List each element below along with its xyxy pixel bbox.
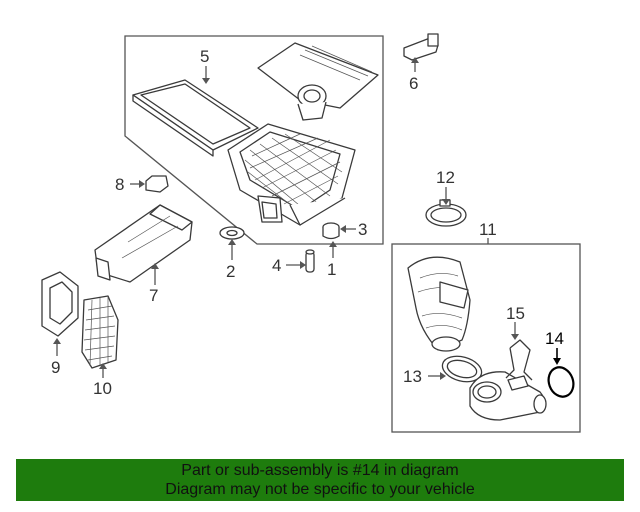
callout-3[interactable]: 3 <box>358 220 367 239</box>
callout-15[interactable]: 15 <box>506 304 525 323</box>
part-14-oring[interactable] <box>545 364 578 400</box>
callout-7[interactable]: 7 <box>149 286 158 305</box>
airbox-cover[interactable] <box>257 42 379 121</box>
part-7-duct[interactable] <box>94 204 193 283</box>
part-10-screen[interactable] <box>81 295 119 369</box>
parts-diagram: 1 2 3 4 5 6 7 8 9 10 11 12 13 14 15 <box>41 33 581 433</box>
callout-1[interactable]: 1 <box>327 260 336 279</box>
callout-8[interactable]: 8 <box>115 175 124 194</box>
leader-arrowheads <box>53 57 519 380</box>
callout-9[interactable]: 9 <box>51 358 60 377</box>
banner-line-1: Part or sub-assembly is #14 in diagram <box>181 462 459 479</box>
part-15-clip[interactable] <box>505 339 533 381</box>
callout-2[interactable]: 2 <box>226 262 235 281</box>
callout-4[interactable]: 4 <box>272 256 281 275</box>
callout-12[interactable]: 12 <box>436 168 455 187</box>
part-6-sensor[interactable] <box>403 33 439 61</box>
part-8-cap[interactable] <box>145 175 169 193</box>
part-9-seal[interactable] <box>41 271 79 337</box>
callout-13[interactable]: 13 <box>403 367 422 386</box>
callout-11[interactable]: 11 <box>479 220 497 239</box>
leader-14-arrowhead <box>553 358 561 365</box>
part-5-filter[interactable] <box>132 79 259 157</box>
banner-line-2: Diagram may not be specific to your vehi… <box>165 481 475 498</box>
outlet-elbow[interactable] <box>469 371 547 421</box>
part-2-mount[interactable] <box>219 226 245 240</box>
callout-5[interactable]: 5 <box>200 47 209 66</box>
part-13-clamp[interactable] <box>440 352 485 386</box>
airbox-housing[interactable] <box>227 123 356 226</box>
part-4-pin[interactable] <box>305 249 315 273</box>
part-11-intake-hose[interactable] <box>407 256 471 352</box>
callout-14[interactable]: 14 <box>545 329 564 348</box>
callout-6[interactable]: 6 <box>409 74 418 93</box>
part-3-grommet[interactable] <box>322 222 340 240</box>
info-banner: Part or sub-assembly is #14 in diagram D… <box>16 459 624 501</box>
callout-10[interactable]: 10 <box>93 379 112 398</box>
